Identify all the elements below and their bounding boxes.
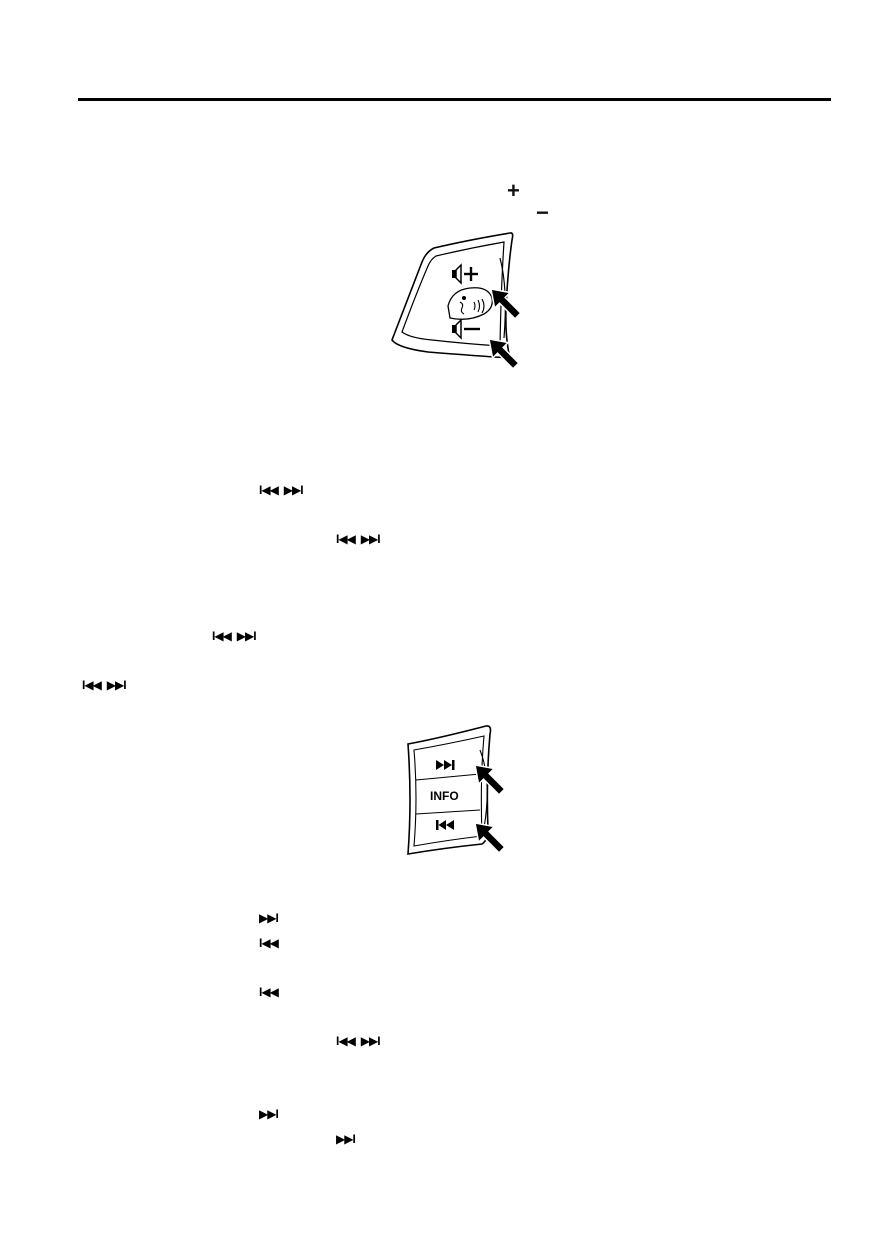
- seek-next-icon: ▶▶I: [106, 678, 127, 692]
- volume-minus-symbol: −: [536, 200, 549, 225]
- seek-next-icon: ▶▶I: [236, 629, 257, 643]
- seek-next-icon: [436, 760, 455, 770]
- talk-icon: [459, 295, 485, 315]
- seek-symbols: I◀◀ ▶▶I: [82, 678, 127, 692]
- header-rule: [78, 98, 831, 101]
- seek-prev-icon: I◀◀: [336, 532, 356, 546]
- seek-next-icon: ▶▶I: [360, 1034, 381, 1048]
- press-arrow-icon: [474, 764, 506, 796]
- seek-next-icon: ▶▶I: [283, 483, 304, 497]
- seek-prev-icon: [436, 820, 454, 830]
- volume-switch-illustration: [388, 228, 528, 368]
- seek-prev-icon: I◀◀: [82, 678, 102, 692]
- seek-symbols: I◀◀ ▶▶I: [336, 532, 381, 546]
- seek-next-icon: ▶▶I: [360, 532, 381, 546]
- seek-prev-icon: I◀◀: [336, 1034, 356, 1048]
- seek-prev-icon: I◀◀: [259, 483, 279, 497]
- seek-next-icon: ▶▶I: [336, 1132, 356, 1146]
- volume-plus-symbol: +: [507, 178, 520, 203]
- volume-up-icon: [452, 263, 478, 285]
- volume-down-icon: [452, 318, 480, 340]
- seek-symbols: I◀◀ ▶▶I: [212, 629, 257, 643]
- seek-prev-icon: I◀◀: [212, 629, 232, 643]
- seek-prev-icon: I◀◀: [259, 936, 279, 950]
- press-arrow-icon: [490, 288, 522, 320]
- seek-symbols: I◀◀ ▶▶I: [336, 1034, 381, 1048]
- press-arrow-icon: [474, 822, 506, 854]
- seek-next-icon: ▶▶I: [259, 1107, 279, 1121]
- seek-symbols: I◀◀ ▶▶I: [259, 483, 304, 497]
- press-arrow-icon: [488, 338, 520, 368]
- seek-prev-icon: I◀◀: [259, 985, 279, 999]
- seek-next-icon: ▶▶I: [259, 911, 279, 925]
- info-label: INFO: [430, 789, 459, 803]
- seek-switch-illustration: INFO: [400, 720, 510, 860]
